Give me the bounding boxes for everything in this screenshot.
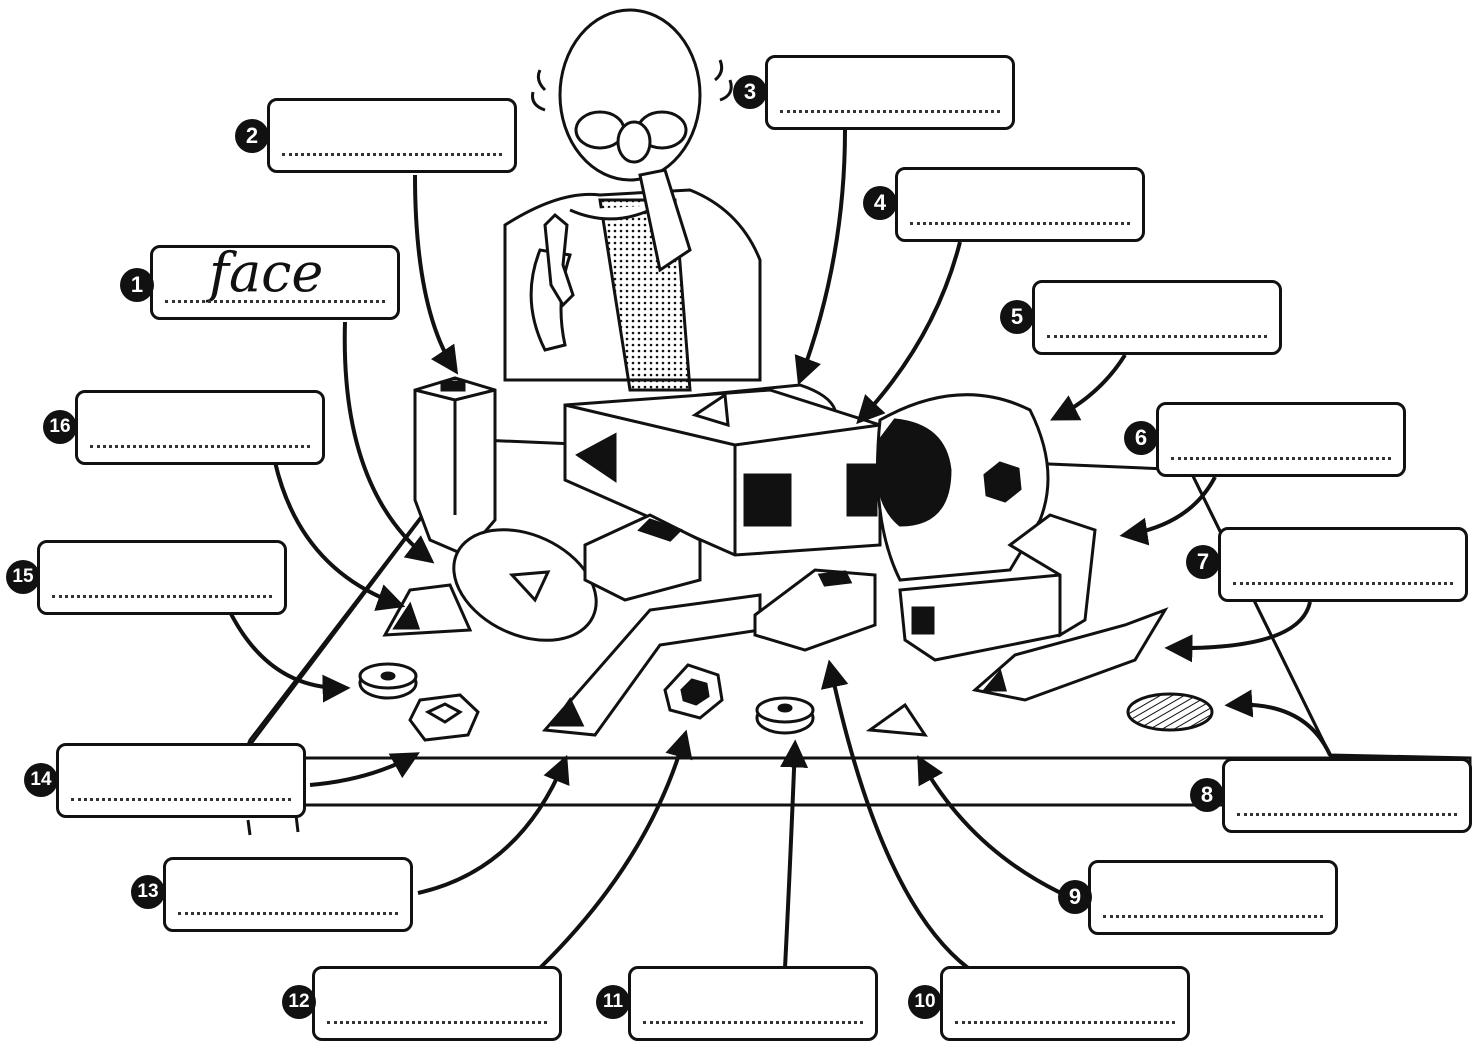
label-box-12[interactable] — [312, 966, 562, 1041]
answer-line-6 — [1171, 457, 1391, 460]
arrows — [228, 129, 1332, 970]
number-badge-9: 9 — [1058, 880, 1092, 914]
label-box-6[interactable] — [1156, 402, 1406, 477]
answer-line-12 — [327, 1021, 547, 1024]
number-badge-5: 5 — [1000, 300, 1034, 334]
number-badge-13: 13 — [131, 875, 165, 909]
answer-line-4 — [910, 222, 1130, 225]
number-badge-10: 10 — [908, 985, 942, 1019]
number-badge-3: 3 — [733, 75, 767, 109]
answer-line-5 — [1047, 335, 1267, 338]
answer-line-7 — [1233, 582, 1453, 585]
number-badge-7: 7 — [1186, 545, 1220, 579]
label-box-5[interactable] — [1032, 280, 1282, 355]
shapes-on-table — [358, 513, 1214, 742]
answer-line-3 — [780, 110, 1000, 113]
number-badge-2: 2 — [235, 119, 269, 153]
answer-line-2 — [282, 153, 502, 156]
cone-shape — [876, 393, 1050, 582]
number-badge-1: 1 — [120, 268, 154, 302]
number-badge-15: 15 — [6, 560, 40, 594]
big-box — [563, 388, 882, 557]
number-badge-6: 6 — [1124, 421, 1158, 455]
label-box-2[interactable] — [267, 98, 517, 173]
label-box-14[interactable] — [56, 743, 306, 818]
label-box-13[interactable] — [163, 857, 413, 932]
answer-line-15 — [52, 595, 272, 598]
answer-line-1 — [165, 300, 385, 303]
number-badge-14: 14 — [24, 763, 58, 797]
number-badge-8: 8 — [1190, 778, 1224, 812]
label-box-10[interactable] — [940, 966, 1190, 1041]
answer-line-11 — [643, 1021, 863, 1024]
answer-text-1: face — [209, 241, 324, 304]
number-badge-11: 11 — [596, 985, 630, 1019]
answer-line-9 — [1103, 915, 1323, 918]
label-box-3[interactable] — [765, 55, 1015, 130]
disc — [452, 528, 598, 642]
label-box-9[interactable] — [1088, 860, 1338, 935]
label-box-11[interactable] — [628, 966, 878, 1041]
label-box-16[interactable] — [75, 390, 325, 465]
number-badge-12: 12 — [282, 985, 316, 1019]
label-box-1[interactable]: face — [150, 245, 400, 320]
label-box-15[interactable] — [37, 540, 287, 615]
label-box-4[interactable] — [895, 167, 1145, 242]
label-box-8[interactable] — [1222, 758, 1472, 833]
tall-block — [413, 376, 497, 557]
answer-line-10 — [955, 1021, 1175, 1024]
number-badge-16: 16 — [43, 410, 77, 444]
answer-line-14 — [71, 798, 291, 801]
answer-line-13 — [178, 912, 398, 915]
answer-line-8 — [1237, 813, 1457, 816]
answer-line-16 — [90, 445, 310, 448]
label-box-7[interactable] — [1218, 527, 1468, 602]
number-badge-4: 4 — [863, 186, 897, 220]
